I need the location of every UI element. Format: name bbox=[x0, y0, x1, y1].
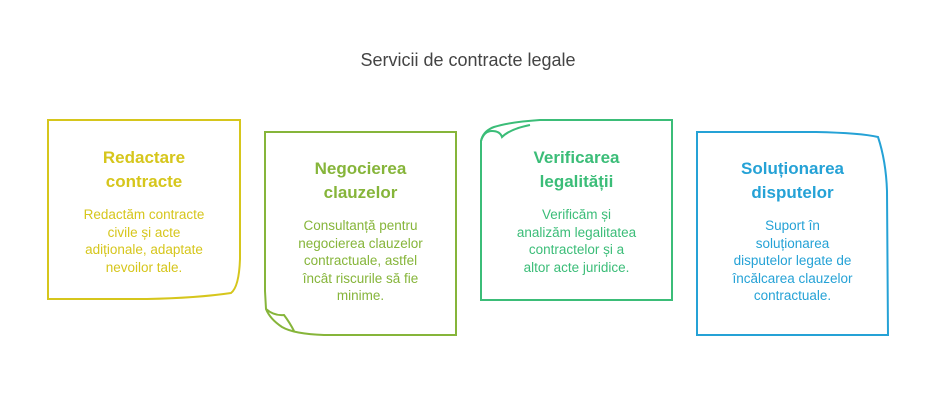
description-line: altor acte juridice. bbox=[523, 259, 630, 275]
card-border-curled-bottom-left bbox=[264, 131, 457, 336]
card-redactare-contracte: Redactare contracte Redactăm contracte c… bbox=[47, 119, 241, 301]
card-verificarea-legalitatii: Verificarea legalității Verificăm și ana… bbox=[480, 119, 673, 301]
description-line: contractelor și a bbox=[528, 242, 625, 257]
description-line: încălcarea clauzelor bbox=[732, 270, 853, 286]
description-line: contractuale, astfel bbox=[303, 253, 418, 268]
description-line: Consultanță pentru bbox=[303, 218, 418, 233]
card-border-curled-top-right bbox=[696, 131, 890, 336]
heading-line: Redactare bbox=[102, 148, 186, 167]
card-border-curled-bottom-right bbox=[47, 119, 241, 300]
card-description: Suport în soluționarea disputelor legate… bbox=[710, 217, 875, 305]
diagram-title: Servicii de contracte legale bbox=[360, 50, 576, 70]
card-description: Redactăm contracte civile și acte adițio… bbox=[61, 206, 227, 276]
description-line: disputelor legate de bbox=[733, 253, 852, 268]
description-line: adiționale, adaptate bbox=[85, 242, 203, 257]
card-heading: Soluționarea disputelor bbox=[710, 157, 875, 205]
card-negocierea-clauzelor: Negocierea clauzelor Consultanță pentru … bbox=[264, 131, 457, 336]
heading-line: legalității bbox=[539, 172, 614, 191]
description-line: contractuale. bbox=[753, 288, 832, 303]
card-border-curled-top-left bbox=[480, 119, 673, 301]
description-line: încât riscurile să fie bbox=[302, 270, 419, 286]
heading-line: disputelor bbox=[751, 183, 834, 202]
description-line: minime. bbox=[336, 288, 385, 303]
card-heading: Verificarea legalității bbox=[494, 146, 659, 194]
description-line: Verificăm și bbox=[541, 207, 612, 222]
description-line: negocierea clauzelor bbox=[298, 235, 423, 251]
heading-line: Soluționarea bbox=[741, 159, 844, 178]
description-line: nevoilor tale. bbox=[105, 259, 183, 275]
description-line: Suport în bbox=[765, 218, 820, 233]
description-line: soluționarea bbox=[755, 235, 830, 251]
heading-line: contracte bbox=[105, 172, 183, 191]
card-heading: Negocierea clauzelor bbox=[278, 157, 443, 205]
heading-line: clauzelor bbox=[323, 183, 398, 202]
description-line: analizăm legalitatea bbox=[516, 224, 637, 240]
card-heading: Redactare contracte bbox=[61, 146, 227, 194]
card-description: Verificăm și analizăm legalitatea contra… bbox=[494, 206, 659, 276]
card-description: Consultanță pentru negocierea clauzelor … bbox=[278, 217, 443, 305]
heading-line: Verificarea bbox=[533, 148, 620, 167]
heading-line: Negocierea bbox=[314, 159, 407, 178]
card-solutionarea-disputelor: Soluționarea disputelor Suport în soluți… bbox=[696, 131, 890, 336]
description-line: Redactăm contracte bbox=[83, 207, 205, 222]
description-line: civile și acte bbox=[107, 224, 181, 240]
